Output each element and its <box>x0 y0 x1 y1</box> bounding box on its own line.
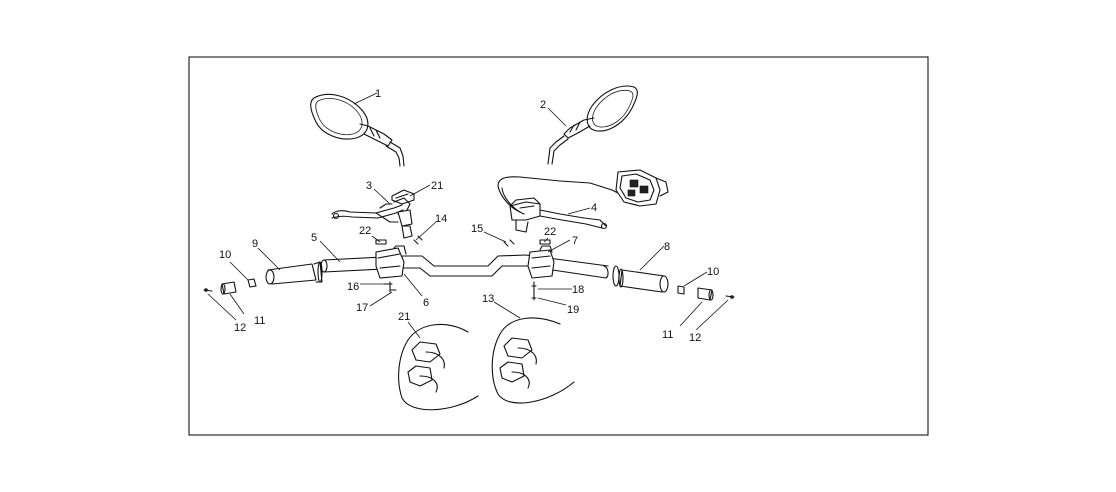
diagram-frame <box>188 56 929 436</box>
callout-21-top: 21 <box>431 180 443 192</box>
callout-22-left: 22 <box>359 225 371 237</box>
callout-labels: 1 2 3 4 5 6 7 8 9 10 10 11 11 12 12 13 1… <box>219 88 719 344</box>
callout-10-right: 10 <box>707 266 719 278</box>
right-mirror <box>547 85 638 165</box>
left-switch-clamp <box>375 245 407 279</box>
handlebar-tube <box>320 254 609 279</box>
brake-master-cylinder <box>497 176 621 233</box>
callout-12-left: 12 <box>234 322 246 334</box>
right-switch-clamp <box>527 245 555 279</box>
right-switch-housing <box>615 169 669 207</box>
left-lever-assembly <box>331 197 413 239</box>
left-bar-end-parts <box>203 278 257 295</box>
callout-15: 15 <box>471 223 483 235</box>
callout-3: 3 <box>366 180 372 192</box>
callout-17: 17 <box>356 302 368 314</box>
callout-7: 7 <box>572 235 578 247</box>
callout-8: 8 <box>664 241 670 253</box>
brake-hose-fitting <box>391 189 415 205</box>
callout-22-right: 22 <box>544 226 556 238</box>
callout-4: 4 <box>591 202 597 214</box>
callout-2: 2 <box>540 99 546 111</box>
callout-6: 6 <box>423 297 429 309</box>
callout-18: 18 <box>572 284 584 296</box>
callout-19: 19 <box>567 304 579 316</box>
callout-11-left: 11 <box>254 315 265 327</box>
small-fasteners <box>375 235 551 301</box>
callout-16: 16 <box>347 281 359 293</box>
callout-12-right: 12 <box>689 332 701 344</box>
right-bar-end-parts <box>677 285 735 301</box>
throttle-cable-right <box>491 317 575 404</box>
right-grip <box>612 265 669 293</box>
callout-9: 9 <box>252 238 258 250</box>
callout-1: 1 <box>375 88 381 100</box>
callout-10-left: 10 <box>219 249 231 261</box>
callout-11-right: 11 <box>662 329 673 341</box>
left-mirror <box>310 93 405 167</box>
callout-14: 14 <box>435 213 447 225</box>
leader-lines <box>207 92 729 339</box>
callout-5: 5 <box>311 232 317 244</box>
callout-13: 13 <box>482 293 494 305</box>
left-grip <box>265 261 323 285</box>
throttle-cable-left <box>398 323 479 411</box>
callout-21-bottom: 21 <box>398 311 410 323</box>
